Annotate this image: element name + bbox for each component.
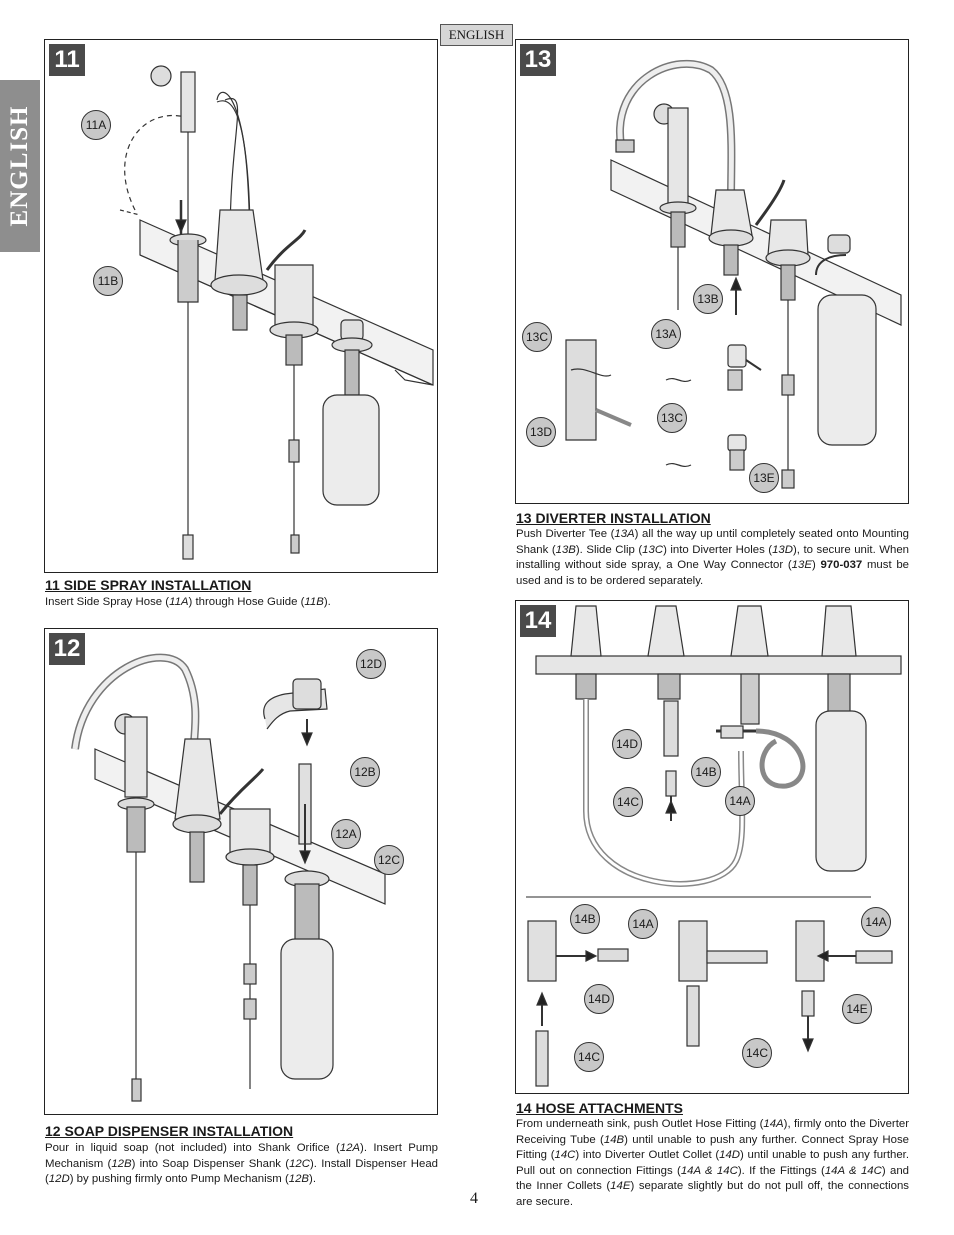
figure-13-number: 13 xyxy=(520,44,556,76)
callout-14d-bottom: 14D xyxy=(584,984,614,1014)
figure-11-illustration xyxy=(119,65,434,560)
section-11-body: Insert Side Spray Hose (11A) through Hos… xyxy=(45,596,331,608)
callout-14b-bottom: 14B xyxy=(570,904,600,934)
callout-14c-top: 14C xyxy=(613,787,643,817)
callout-14d-top: 14D xyxy=(612,729,642,759)
figure-14-illustration xyxy=(526,605,902,1087)
callout-13b: 13B xyxy=(693,284,723,314)
callout-13e: 13E xyxy=(749,463,779,493)
language-badge: ENGLISH xyxy=(440,24,513,46)
callout-11b: 11B xyxy=(93,266,123,296)
figure-13-illustration xyxy=(565,59,902,489)
section-11-title: 11 SIDE SPRAY INSTALLATION xyxy=(45,577,252,593)
callout-13c-left: 13C xyxy=(522,322,552,352)
callout-11a: 11A xyxy=(81,110,111,140)
section-12-body: Pour in liquid soap (not included) into … xyxy=(45,1142,438,1186)
section-13-title: 13 DIVERTER INSTALLATION xyxy=(516,510,711,526)
callout-12a: 12A xyxy=(331,819,361,849)
side-tab-label: ENGLISH xyxy=(6,105,33,227)
callout-12b: 12B xyxy=(350,757,380,787)
callout-13c-right: 13C xyxy=(657,403,687,433)
callout-14b-top: 14B xyxy=(691,757,721,787)
figure-11-panel: 11 11A 11B xyxy=(44,39,438,573)
language-side-tab: ENGLISH xyxy=(0,80,40,252)
section-14-title: 14 HOSE ATTACHMENTS xyxy=(516,1100,683,1116)
figure-14-number: 14 xyxy=(520,605,556,637)
callout-14c-bottom-right: 14C xyxy=(742,1038,772,1068)
figure-12-illustration xyxy=(71,653,386,1102)
callout-13a: 13A xyxy=(651,319,681,349)
callout-14c-bottom-left: 14C xyxy=(574,1042,604,1072)
callout-12d: 12D xyxy=(356,649,386,679)
section-12-title: 12 SOAP DISPENSER INSTALLATION xyxy=(45,1123,294,1139)
section-13-body: Push Diverter Tee (13A) all the way up u… xyxy=(516,528,910,587)
figure-12-number: 12 xyxy=(49,633,85,665)
section-14-body: From underneath sink, push Outlet Hose F… xyxy=(516,1118,910,1208)
callout-14a-top: 14A xyxy=(725,786,755,816)
figure-14-panel: 14 14D 14B 14C 14A 14B 14A 14D 14C 14A 1… xyxy=(515,600,909,1094)
callout-14e: 14E xyxy=(842,994,872,1024)
callout-13d: 13D xyxy=(526,417,556,447)
page-number: 4 xyxy=(470,1190,478,1207)
callout-12c: 12C xyxy=(374,845,404,875)
figure-13-panel: 13 13C 13D 13A 13B 13C 13E xyxy=(515,39,909,504)
figure-11-number: 11 xyxy=(49,44,85,76)
callout-14a-bottom-left: 14A xyxy=(628,909,658,939)
figure-12-panel: 12 12D 12B 12A 12C xyxy=(44,628,438,1115)
callout-14a-bottom-right: 14A xyxy=(861,907,891,937)
